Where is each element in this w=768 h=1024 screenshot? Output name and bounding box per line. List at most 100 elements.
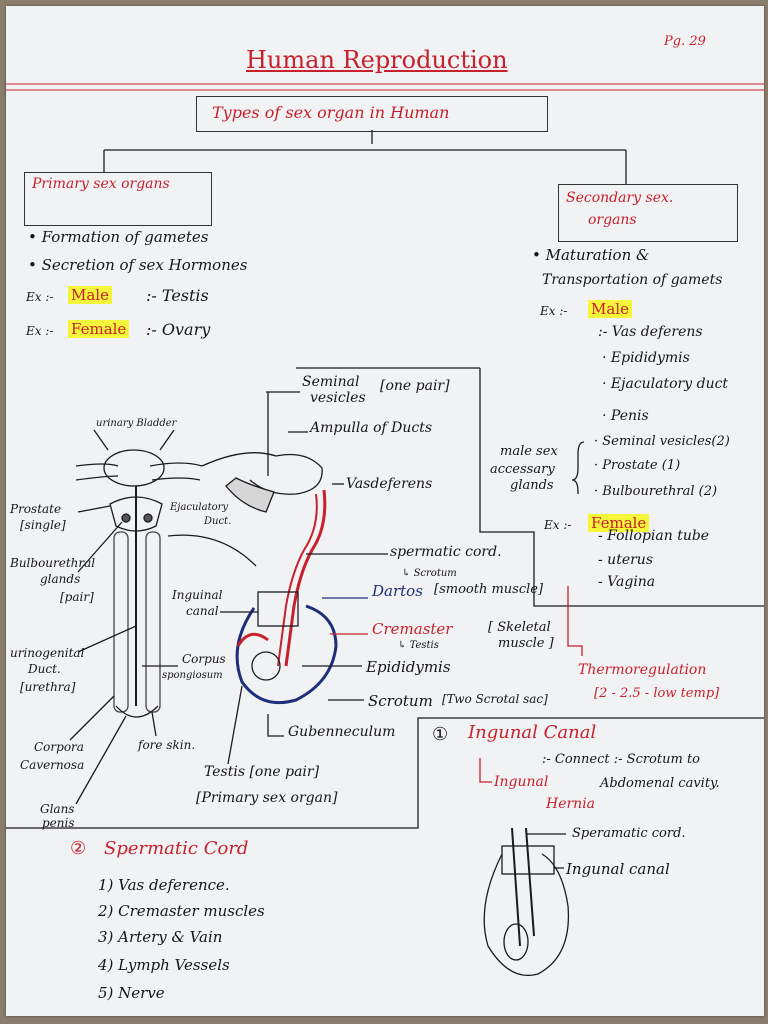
prostate-pointer [77,505,111,513]
label-inguinal-canal-2: canal [186,604,219,618]
secondary-bullet-1: • Maturation & [532,246,650,264]
label-ampulla: Ampulla of Ducts [310,420,433,436]
connector-right [479,368,764,607]
label-corpus-2: spongiosum [162,670,223,681]
primary-box [24,172,212,226]
inguinal-fig-cord: Speramatic cord. [572,826,686,841]
primary-female-value: :- Ovary [146,320,211,339]
male-item-bulbourethral: · Bulbourethral (2) [594,484,718,499]
corpora-pointer [69,695,115,741]
primary-heading: Primary sex organs [32,176,170,192]
secondary-box [558,184,738,242]
inguinal-fig-pointers [526,833,566,869]
label-vasdeferens: Vasdeferens [346,476,433,492]
inguinal-fig-cord-shape [511,827,535,947]
secondary-male-label: Male [588,300,632,318]
hernia-label-2: Hernia [546,796,596,812]
bulbourethral-gland-2 [143,513,153,523]
notebook-page: Pg. 29 Human Reproduction Types of sex o… [6,6,764,1016]
primary-bullet-1: • Formation of gametes [28,228,209,246]
label-prostate: Prostate [10,502,62,516]
inguinal-canal-shape [257,591,299,627]
inguinal-fig-testis [503,923,529,961]
label-inguinal-canal-1: Inguinal [172,588,223,602]
diagram-divider [6,717,764,829]
hernia-label-1: Ingunal [494,774,549,790]
label-corpora-2: Cavernosa [20,758,85,772]
male-item-seminal: · Seminal vesicles(2) [594,434,730,449]
label-thermo: Thermoregulation [578,662,707,678]
label-testis-2: [Primary sex organ] [196,790,338,806]
male-item-penis: · Penis [602,408,649,424]
male-item-vas: :- Vas deferens [598,324,703,340]
label-bulbourethral-1: Bulbourethral [10,556,96,570]
label-thermo-note: [2 - 2.5 - low temp] [594,686,720,701]
urinary-bladder-shape [103,449,165,487]
ejaculatory-pointer [167,534,257,567]
testis-pointer [227,685,243,765]
secondary-female-label: Female [588,514,650,532]
female-item-vagina: - Vagina [598,574,656,590]
hernia-arrow [479,758,492,783]
vas-deferens [284,489,327,667]
primary-ex-label: Ex :- [26,290,54,304]
primary-male-value: :- Testis [146,286,209,305]
label-seminal-2: vesicles [310,390,366,406]
label-glans-2: penis [42,816,75,830]
label-corpora-1: Corpora [34,740,84,754]
ureter-lines [75,462,203,481]
page-title: Human Reproduction [246,46,508,74]
cremaster-arc [236,632,269,647]
female-item-uterus: - uterus [598,552,654,568]
secondary-ex-label-2: Ex :- [544,518,572,532]
label-urinary-bladder: urinary Bladder [96,418,177,429]
secondary-heading-1: Secondary sex. [566,190,674,206]
label-scrotum-note: [Two Scrotal sac] [442,692,548,706]
accessary-label-1: male sex [500,444,558,459]
secondary-bullet-2: Transportation of gamets [542,272,723,288]
accessary-label-2: accessary [490,462,555,477]
primary-ex-label-2: Ex :- [26,324,54,338]
thermo-bracket [567,586,583,656]
ampulla-shape [225,477,275,513]
label-dartos-note: [smooth muscle] [434,582,544,597]
label-cremaster: Cremaster [372,620,453,638]
label-scrotum-sub: ↳ Scrotum [402,568,457,579]
seminal-pointer [266,391,300,476]
primary-bullet-2: • Secretion of sex Hormones [28,256,248,274]
corpora-right [145,531,161,713]
label-prostate-note: [single] [20,518,66,532]
accessary-brace [571,441,585,494]
label-testis-1: Testis [one pair] [204,764,320,780]
male-item-prostate: · Prostate (1) [594,458,681,473]
corpora-left [113,531,129,713]
label-ejaculatory-1: Ejaculatory [170,502,229,513]
label-urinogenital-2: Duct. [28,662,61,676]
label-bulbourethral-3: [pair] [60,590,94,604]
spermatic-item-4: 4) Lymph Vessels [98,956,230,974]
label-seminal-note: [one pair] [380,378,450,394]
label-urinogenital-1: urinogenital [10,646,85,660]
label-epididymis: Epididymis [366,658,451,676]
bladder-pointers [93,429,175,451]
gubernaculum-pointer [267,714,284,737]
secondary-ex-label: Ex :- [540,304,568,318]
diagram-drawing [6,83,764,977]
page-number: Pg. 29 [664,34,706,49]
label-urinogenital-3: [urethra] [20,680,76,694]
label-glans-1: Glans [40,802,75,816]
inguinal-connect: :- Connect :- Scrotum to [542,752,700,767]
female-item-tube: - Follopian tube [598,528,710,544]
label-cremaster-sub: ↳ Testis [398,640,439,651]
inguinal-cavity: Abdomenal cavity. [600,776,720,791]
inguinal-fig-canal: Ingunal canal [566,860,670,878]
primary-female-label: Female [68,320,130,338]
accessary-label-3: glands [510,478,554,493]
spermatic-item-5: 5) Nerve [98,984,165,1002]
inguinal-num: ① [432,724,449,745]
prostate-shape [109,496,163,532]
spermatic-num: ② [70,838,87,859]
male-item-ejaculatory: · Ejaculatory duct [602,376,729,392]
spermatic-item-1: 1) Vas deference. [98,876,230,894]
label-skeletal-2: muscle ] [498,636,554,651]
